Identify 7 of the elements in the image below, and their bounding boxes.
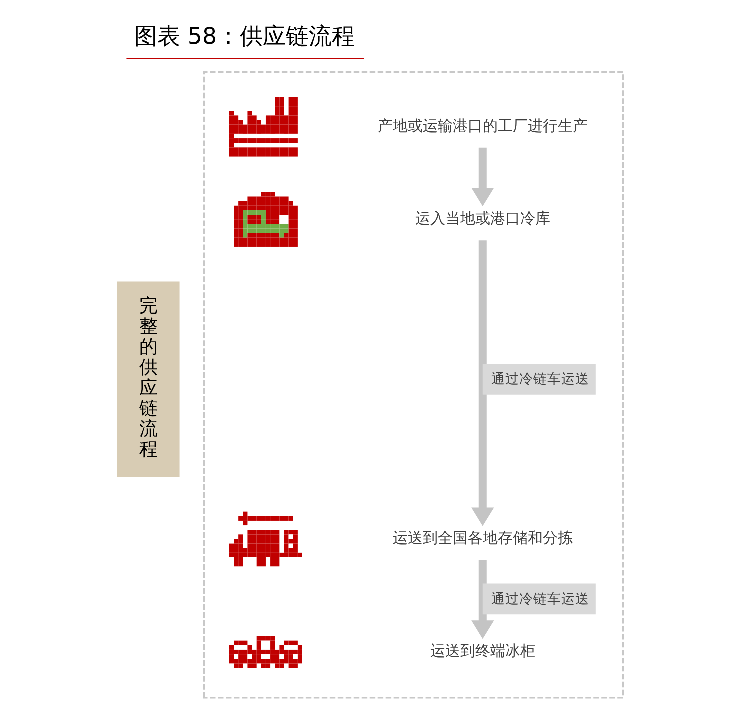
node-text: 产地或运输港口的工厂进行生产 xyxy=(378,118,588,135)
edge-label: 通过冷链车运送 xyxy=(491,591,590,608)
edge-label: 通过冷链车运送 xyxy=(491,372,590,388)
node-text: 运入当地或港口冷库 xyxy=(415,210,550,228)
node-text: 运送到全国各地存储和分拣 xyxy=(392,530,573,548)
node-text: 运送到终端冰柜 xyxy=(430,643,536,660)
diagram-title: 图表 58：供应链流程 xyxy=(134,24,356,50)
